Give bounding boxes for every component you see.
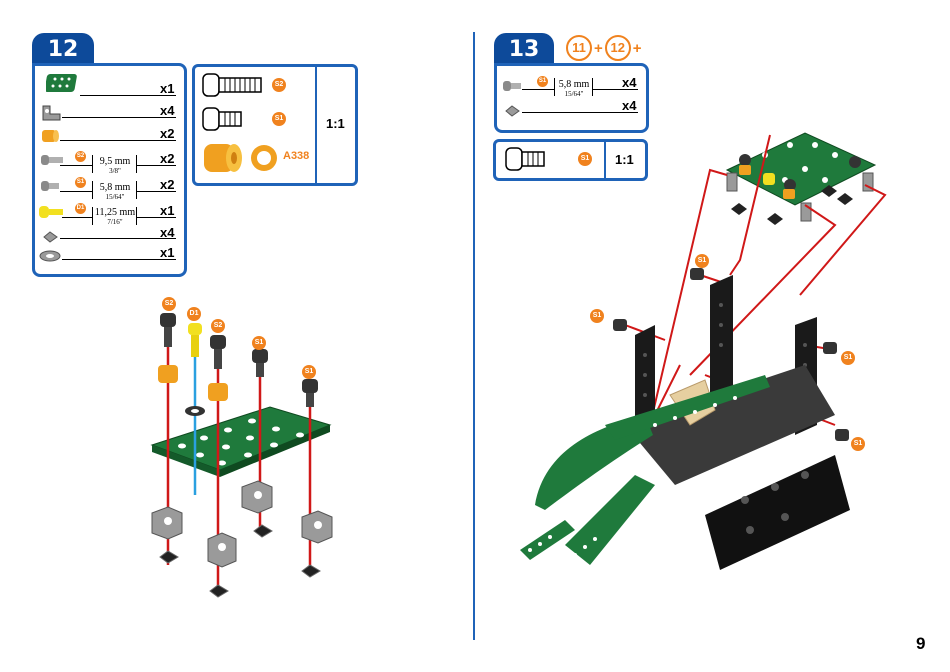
part-qty: x4 [622,75,636,90]
part-qty: x2 [160,151,174,166]
ref-step-11: 11 [566,35,592,61]
part-code-a338: A338 [283,150,309,162]
callout-s1: S1 [590,309,604,323]
callout-s1: S1 [302,365,316,379]
spacer-ring-icon [202,140,282,176]
s2-badge: S2 [272,78,286,92]
spacer-icon [40,128,60,144]
angle-bracket-icon [40,104,64,122]
s1-badge: S1 [75,177,86,188]
step-13-number: 13 [494,33,554,66]
nut-icon [502,104,522,118]
callout-s2: S2 [211,319,225,333]
step-12-number: 12 [32,33,94,66]
callout-s1: S1 [252,336,266,350]
part-qty: x2 [160,177,174,192]
part-qty: x1 [160,203,174,218]
page-divider [473,32,475,640]
green-plate-icon [46,70,80,96]
long-screw-icon [202,72,266,98]
page-number: 9 [916,634,925,654]
callout-s1: S1 [695,254,709,268]
callout-s1: S1 [851,437,865,451]
s1-badge: S1 [537,76,548,87]
short-screw-icon [202,106,246,132]
part-qty: x2 [160,126,174,141]
yellow-screw-icon [38,203,74,221]
callout-s2: S2 [162,297,176,311]
nut-icon [40,230,60,244]
step-12-assembly-diagram [130,295,370,605]
part-qty: x4 [622,98,636,113]
scale-ratio: 1:1 [326,116,345,131]
s2-badge: S2 [75,151,86,162]
screw-icon [502,79,536,93]
part-qty: x1 [160,245,174,260]
callout-s1: S1 [841,351,855,365]
d1-badge: D1 [75,203,86,214]
s1-badge: S1 [272,112,286,126]
part-qty: x4 [160,225,174,240]
part-qty: x4 [160,103,174,118]
part-qty: x1 [160,81,174,96]
callout-d1: D1 [187,307,201,321]
ref-step-12: 12 [605,35,631,61]
step-13-references: 11 + 12 + [566,36,642,60]
washer-icon [38,249,62,263]
